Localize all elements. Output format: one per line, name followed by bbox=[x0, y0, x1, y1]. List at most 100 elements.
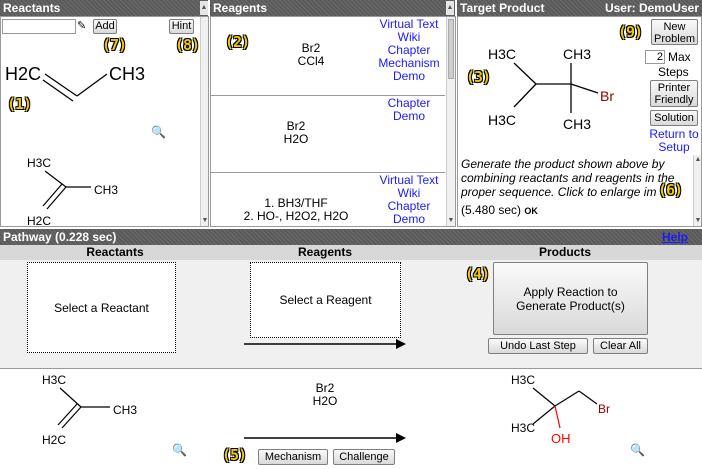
step-reactant-h3c: H3C bbox=[42, 373, 66, 387]
isobutylene-h3c: H3C bbox=[27, 156, 51, 170]
col-reagents: Reagents bbox=[297, 245, 353, 259]
select-reactant-box[interactable]: Select a Reactant bbox=[27, 262, 176, 353]
isobutylene-structure[interactable]: H3C CH3 H2C bbox=[21, 147, 141, 227]
pathway-header: Pathway (0.228 sec) Help bbox=[0, 229, 702, 245]
scroll-down-icon[interactable]: ▼ bbox=[694, 217, 702, 224]
select-reactant-text: Select a Reactant bbox=[54, 300, 149, 315]
propene-h2c: H2C bbox=[5, 64, 41, 84]
pathway-title: Pathway (0.228 sec) bbox=[3, 230, 117, 244]
undo-last-step-button[interactable]: Undo Last Step bbox=[488, 338, 588, 354]
product-oh: OH bbox=[551, 431, 571, 446]
link-demo[interactable]: Demo bbox=[392, 69, 425, 83]
instructions-text: Generate the product shown above by comb… bbox=[461, 157, 675, 199]
link-chapter[interactable]: Chapter bbox=[387, 199, 431, 213]
reagent-item-br2-h2o[interactable]: Br2 H2O Chapter Demo bbox=[211, 96, 445, 173]
step-reactant-structure[interactable]: H3C CH3 H2C bbox=[36, 368, 156, 456]
step-reactant-ch3: CH3 bbox=[113, 403, 137, 417]
target-structure[interactable]: H3C H3C CH3 CH3 Br bbox=[478, 31, 628, 146]
target-ch3-bottom: CH3 bbox=[563, 116, 591, 132]
target-h3c-bottom: H3C bbox=[488, 112, 516, 128]
badge-6: (6) bbox=[658, 181, 683, 199]
magnify-icon[interactable]: 🔍 bbox=[172, 443, 187, 457]
max-steps-input[interactable] bbox=[645, 50, 665, 64]
target-ch3-top: CH3 bbox=[563, 46, 591, 62]
magnify-icon[interactable]: 🔍 bbox=[630, 443, 645, 457]
link-mechanism[interactable]: Mechanism bbox=[378, 56, 440, 70]
reagents-header: Reagents bbox=[210, 0, 455, 16]
reactants-header: Reactants bbox=[0, 0, 208, 16]
magnify-icon[interactable]: 🔍 bbox=[151, 125, 166, 139]
scroll-up-icon[interactable]: ▲ bbox=[694, 156, 702, 163]
hint-button[interactable]: Hint bbox=[169, 19, 194, 34]
isobutylene-h2c: H2C bbox=[27, 214, 51, 227]
apply-reaction-button[interactable]: Apply Reaction to Generate Product(s) bbox=[493, 262, 648, 335]
max-label: Max bbox=[668, 50, 691, 64]
printer-friendly-button[interactable]: Printer Friendly bbox=[650, 80, 698, 107]
badge-5: (5) bbox=[222, 446, 247, 464]
link-virtual-text[interactable]: Virtual Text bbox=[379, 173, 439, 187]
reagents-scrollbar[interactable]: ▼ bbox=[446, 17, 455, 226]
help-link[interactable]: Help bbox=[661, 230, 688, 244]
product-h3c-top: H3C bbox=[511, 373, 535, 387]
badge-2: (2) bbox=[225, 33, 250, 51]
step-reactant-h2c: H2C bbox=[42, 433, 66, 447]
user-label: User: DemoUser bbox=[604, 1, 699, 15]
target-br: Br bbox=[600, 88, 614, 104]
reagent-formula: 1. BH3/THF 2. HO-, H2O2, H2O bbox=[243, 196, 349, 223]
target-panel: H3C H3C CH3 CH3 Br (3) (9) New Problem M… bbox=[457, 16, 702, 227]
pencil-icon[interactable]: ✎ bbox=[77, 20, 87, 32]
badge-7: (7) bbox=[102, 36, 127, 54]
mechanism-button[interactable]: Mechanism bbox=[258, 449, 328, 465]
col-products: Products bbox=[538, 245, 591, 259]
reagents-scroll-up[interactable]: ▲ bbox=[446, 1, 454, 15]
link-demo[interactable]: Demo bbox=[392, 212, 425, 226]
reactant-search-input[interactable] bbox=[2, 19, 76, 34]
instructions-scrollbar[interactable]: ▲ ▼ bbox=[693, 155, 702, 226]
link-chapter[interactable]: Chapter bbox=[387, 96, 431, 110]
reaction-arrow-1 bbox=[244, 339, 406, 349]
badge-8: (8) bbox=[175, 36, 200, 54]
timing-text: (5.480 sec) bbox=[461, 203, 522, 217]
badge-4: (4) bbox=[465, 265, 490, 283]
scroll-down-icon[interactable]: ▼ bbox=[201, 217, 209, 224]
reagent-item-hydroboration[interactable]: 1. BH3/THF 2. HO-, H2O2, H2O Virtual Tex… bbox=[211, 173, 445, 226]
reaction-arrow-2 bbox=[244, 433, 406, 443]
select-reagent-box[interactable]: Select a Reagent bbox=[250, 262, 401, 338]
reagent-formula: Br2 CCl4 bbox=[297, 41, 325, 68]
reagents-panel: (2) Br2 CCl4 Virtual Text Wiki Chapter M… bbox=[210, 16, 456, 227]
link-wiki[interactable]: Wiki bbox=[397, 186, 421, 200]
badge-3: (3) bbox=[466, 68, 491, 86]
solution-button[interactable]: Solution bbox=[650, 110, 698, 126]
target-title: Target Product bbox=[460, 1, 545, 15]
return-to-setup-link[interactable]: Return to Setup bbox=[649, 127, 699, 154]
product-h3c-bottom: H3C bbox=[511, 421, 535, 435]
reactants-scrollbar[interactable]: ▼ bbox=[200, 17, 209, 226]
reactants-title: Reactants bbox=[3, 1, 61, 15]
pathway-columns bbox=[0, 245, 702, 260]
reagent-item-br2-ccl4[interactable]: Br2 CCl4 Virtual Text Wiki Chapter Mecha… bbox=[211, 17, 445, 96]
link-demo[interactable]: Demo bbox=[392, 109, 425, 123]
reactants-scroll-up[interactable]: ▲ bbox=[200, 1, 208, 15]
reactants-panel: ✎ Add Hint (7) (8) (1) H2C CH3 🔍 H3C CH3… bbox=[0, 16, 209, 227]
isobutylene-ch3: CH3 bbox=[94, 183, 118, 197]
product-br: Br bbox=[598, 402, 610, 416]
reagents-scroll-thumb[interactable] bbox=[448, 19, 454, 79]
link-wiki[interactable]: Wiki bbox=[397, 30, 421, 44]
scroll-down-icon[interactable]: ▼ bbox=[447, 217, 455, 224]
timing-line: (5.480 sec) OK bbox=[461, 203, 538, 217]
badge-1: (1) bbox=[7, 95, 32, 113]
challenge-button[interactable]: Challenge bbox=[333, 449, 395, 465]
clear-all-button[interactable]: Clear All bbox=[593, 338, 648, 354]
target-header: Target Product User: DemoUser bbox=[457, 0, 702, 16]
step-product-structure[interactable]: H3C H3C Br OH bbox=[505, 366, 635, 456]
ok-label: OK bbox=[524, 206, 538, 216]
select-reagent-text: Select a Reagent bbox=[279, 293, 372, 307]
link-chapter[interactable]: Chapter bbox=[387, 43, 431, 57]
new-problem-button[interactable]: New Problem bbox=[651, 19, 698, 45]
propene-structure[interactable]: H2C CH3 bbox=[1, 51, 161, 111]
add-button[interactable]: Add bbox=[93, 19, 117, 34]
steps-label: Steps bbox=[658, 65, 689, 79]
link-virtual-text[interactable]: Virtual Text bbox=[379, 17, 439, 31]
step-reagent: Br2 H2O bbox=[312, 381, 338, 408]
reagents-title: Reagents bbox=[213, 1, 268, 15]
